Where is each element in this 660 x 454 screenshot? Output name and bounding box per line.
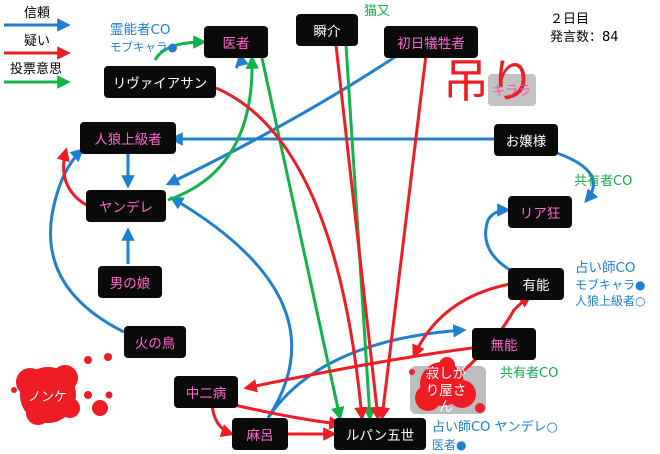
- hanged-label: 吊り: [443, 54, 535, 108]
- legend: [4, 18, 71, 89]
- trust-arrows: [49, 52, 599, 419]
- trust-maro-to-yandere: [169, 196, 294, 419]
- trust-maro-to-muno: [266, 324, 467, 419]
- node-maro[interactable]: 麻呂: [232, 418, 288, 450]
- annotation-reinou-co: 霊能者CO: [110, 22, 171, 38]
- doubt-chuni-to-lupin: [229, 402, 343, 430]
- node-shonichi[interactable]: 初日犠牲者: [384, 26, 478, 58]
- doubt-arrows: [56, 44, 533, 441]
- node-ishi[interactable]: 医者: [204, 26, 268, 58]
- annotation-uranai-yuno: 占い師CO: [575, 260, 636, 276]
- node-muno[interactable]: 無能: [472, 328, 536, 360]
- node-sabishi[interactable]: 寂しがり屋さん: [425, 365, 467, 416]
- annotation-uranai-yuno-result-2: 人狼上級者○: [575, 294, 646, 308]
- doubt-shunsuke-to-lupin: [334, 44, 384, 421]
- node-ojousama[interactable]: お嬢様: [494, 124, 558, 156]
- doubt-levi-to-lupin: [215, 86, 368, 421]
- node-jinro[interactable]: 人狼上級者: [80, 122, 176, 154]
- doubt-chuni-to-maro: [210, 403, 235, 437]
- day-label: ２日目: [550, 12, 590, 27]
- legend-doubt-label: 疑い: [24, 34, 51, 49]
- speech-count: 発言数：84: [550, 30, 619, 45]
- node-chuni[interactable]: 中二病: [174, 376, 238, 408]
- legend-vote-label: 投票意思: [10, 62, 63, 77]
- annotation-nekomata: 猫又: [364, 4, 391, 19]
- annotation-kyoyu-ria: 共有者CO: [574, 174, 633, 189]
- node-ria[interactable]: リア狂: [508, 196, 572, 228]
- trust-ojousama-to-ria: [547, 148, 599, 204]
- doubt-yandere-to-jinro: [56, 147, 89, 208]
- annotation-uranai-lupin-result: 医者●: [432, 438, 467, 452]
- node-yuno[interactable]: 有能: [508, 268, 564, 300]
- annotation-reinou-result: モブキャラ●: [110, 40, 178, 54]
- hanged-name: キララ: [492, 84, 532, 99]
- annotation-uranai-yuno-result-1: モブキャラ●: [575, 278, 646, 292]
- legend-trust-label: 信頼: [24, 6, 51, 21]
- annotation-kyoyu-sabishi: 共有者CO: [500, 366, 559, 381]
- node-yandere[interactable]: ヤンデレ: [86, 190, 166, 222]
- node-lupin[interactable]: ルパン五世: [334, 418, 426, 450]
- doubt-yuno-to-sabishi: [412, 282, 511, 359]
- dead-badge-label: ノンケ: [28, 390, 68, 405]
- vote-ishi-to-lupin: [260, 57, 345, 421]
- doubt-muno-to-chuni: [243, 346, 473, 393]
- hanged-name-box: [488, 74, 536, 106]
- trust-shonichi-to-yandere: [165, 53, 399, 186]
- node-levi[interactable]: リヴァイアサン: [104, 66, 216, 98]
- blood-splat-left: [11, 353, 113, 425]
- annotation-uranai-lupin: 占い師CO ヤンデレ○: [432, 420, 558, 435]
- vote-arrows: [153, 35, 377, 421]
- doubt-shonichi-to-lupin: [376, 54, 428, 421]
- trust-yuno-to-ria: [484, 203, 511, 272]
- node-otokonoko[interactable]: 男の娘: [98, 266, 162, 298]
- node-hinotori[interactable]: 火の鳥: [124, 326, 186, 358]
- vote-reinou-to-ishi: [153, 35, 207, 61]
- vote-yandere-to-ishi: [167, 55, 260, 202]
- node-shunsuke[interactable]: 瞬介: [296, 14, 358, 46]
- trust-hinotori-to-jinro: [49, 148, 125, 334]
